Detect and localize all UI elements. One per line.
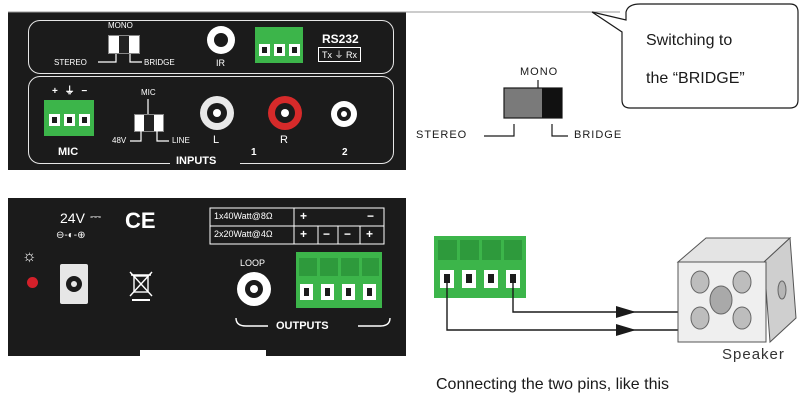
bridge-caption: Connecting the two pins, like this [436,376,670,393]
power-led [27,277,38,288]
spec-row-2-sign-3: − [344,227,352,241]
mic-line-switch[interactable] [134,114,164,132]
inputs-label-bg [170,154,240,168]
mode-switch-top-label: MONO [108,21,133,30]
spec-row-2-label: 2x20Watt@4Ω [214,229,273,239]
input-group-2-label: 2 [342,147,348,158]
mic-line-switch-knob [144,115,154,131]
mode-switch-left-label: STEREO [54,58,87,67]
mic-pin-labels: + ⏚ − [52,86,90,97]
power-voltage-label: 24V [60,210,85,226]
speaker-label: Speaker [722,346,785,363]
spec-row-2-sign-1: + [300,227,308,241]
polarity-symbol: ⊖-◐-⊕ [56,230,86,241]
control-frame [28,20,394,74]
mic-label: MIC [58,146,79,158]
mode-switch-knob [119,36,129,53]
input-group-1-label: 1 [251,147,257,158]
outputs-section-label: OUTPUTS [276,320,329,332]
rs232-pinout: Tx ⏚ Rx [318,47,361,62]
dc-symbol: ⎓ [90,208,102,224]
rca-right-label: R [280,134,288,146]
spec-row-1-label: 1x40Watt@8Ω [214,211,273,221]
ir-label: IR [216,58,225,68]
spec-row-1-sign-4: − [367,209,375,223]
mode-switch[interactable] [108,35,140,54]
callout-line-2: the “BRIDGE” [646,70,745,87]
zoom-switch-left-label: STEREO [416,129,468,141]
zoom-switch-right-label: BRIDGE [574,129,623,141]
callout-line-1: Switching to [646,32,733,49]
spec-row-1-sign-1: + [300,209,308,223]
spec-row-2-sign-4: + [366,227,374,241]
mic-line-switch-top-label: MIC [141,88,156,97]
power-indicator-icon: ☼ [22,248,37,265]
mic-line-switch-left-label: 48V [112,136,127,145]
ce-mark: CE [125,208,156,233]
rs232-label: RS232 [322,32,359,46]
rca-left-label: L [213,134,220,146]
mode-switch-right-label: BRIDGE [144,58,175,67]
panel-bottom-notch [140,350,266,356]
zoom-switch-top-label: MONO [520,66,559,78]
mic-line-switch-right-label: LINE [172,136,190,145]
loop-label: LOOP [240,258,266,268]
spec-row-2-sign-2: − [323,227,331,241]
inputs-section-label: INPUTS [176,155,217,167]
